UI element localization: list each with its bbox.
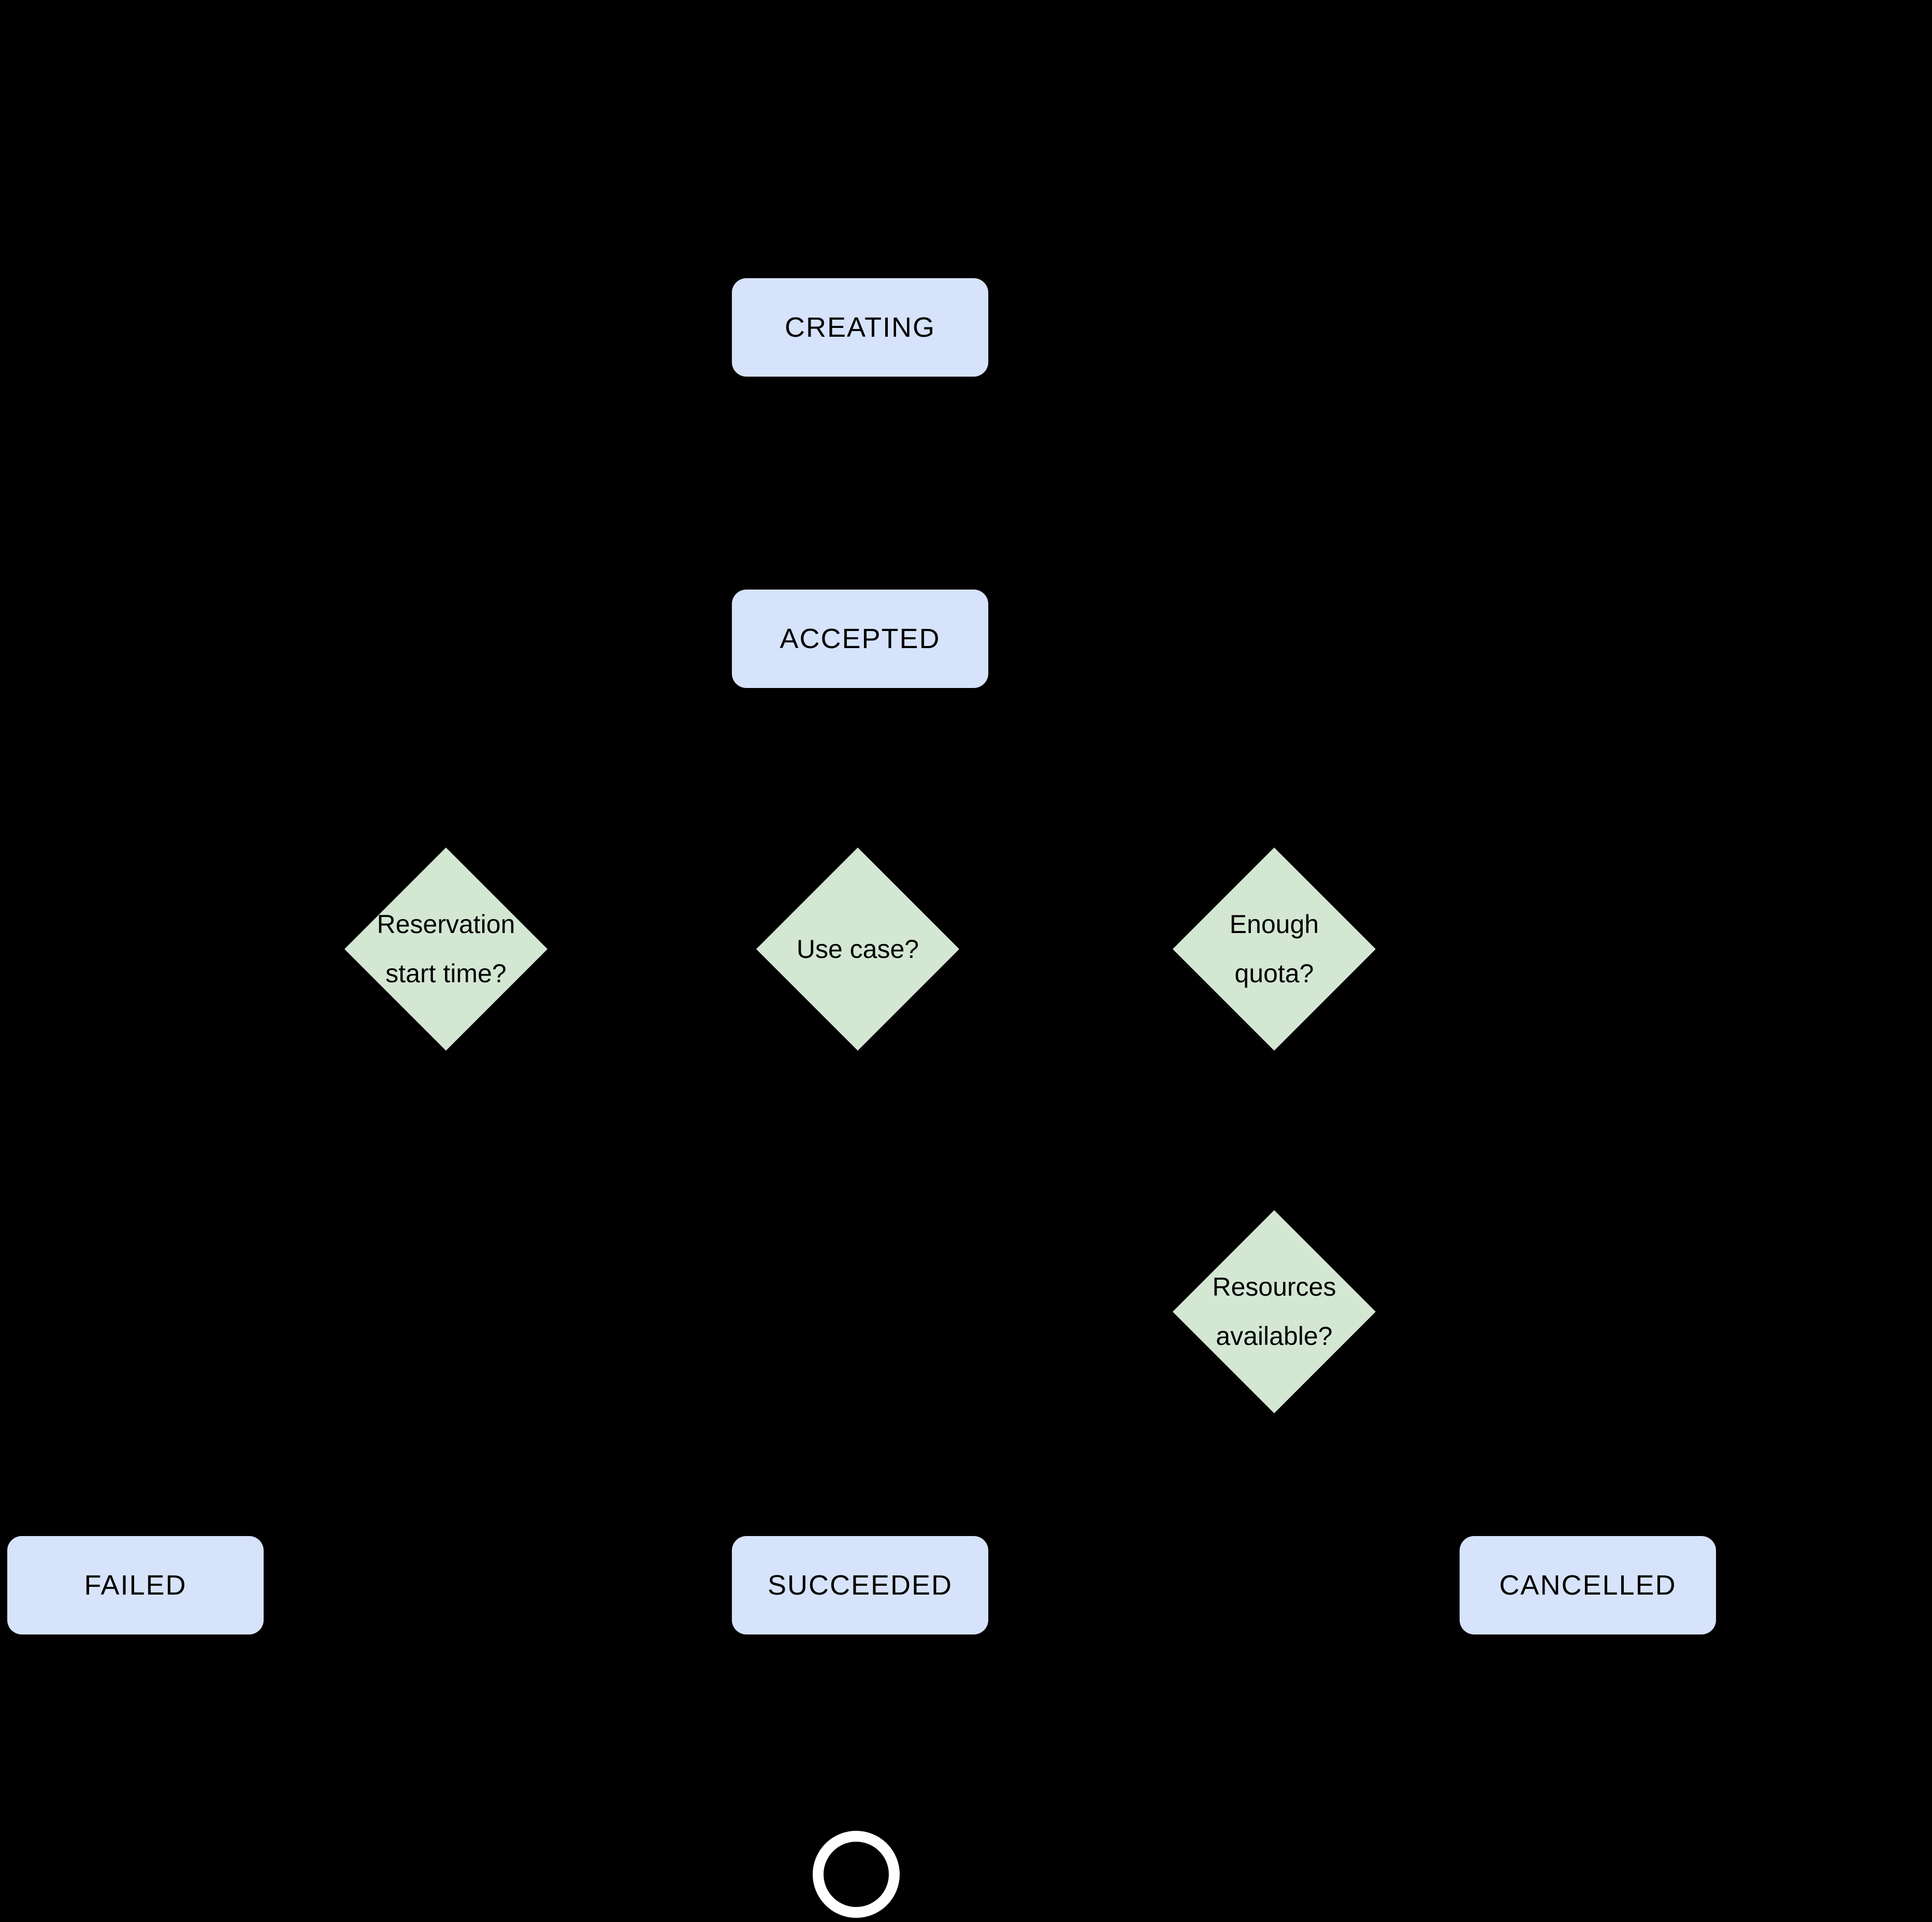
decision-label-line: Resources [1212,1272,1336,1301]
state-label-cancelled: CANCELLED [1499,1570,1677,1601]
state-node-succeeded: SUCCEEDED [732,1536,988,1634]
state-label-failed: FAILED [84,1570,187,1601]
decision-node-enough-quota: Enough quota? [1173,848,1376,1051]
decision-node-reservation-start-time: Reservation start time? [344,848,547,1051]
state-node-creating: CREATING [732,278,988,377]
decision-label-line: Use case? [796,934,919,964]
decision-label-line: start time? [385,959,507,988]
decision-label-use-case: Use case? [725,848,990,1051]
state-node-accepted: ACCEPTED [732,590,988,688]
decision-node-use-case: Use case? [756,848,959,1051]
decision-label-line: Reservation [377,910,515,939]
state-label-accepted: ACCEPTED [780,623,941,654]
state-label-creating: CREATING [784,312,935,343]
decision-label-line: Enough [1229,910,1319,939]
decision-node-resources-available: Resources available? [1173,1210,1376,1413]
end-state-circle-icon [813,1831,900,1918]
decision-label-line: available? [1216,1322,1333,1351]
decision-label-enough-quota: Enough quota? [1142,848,1407,1051]
decision-label-line: quota? [1234,959,1314,988]
decision-label-reservation: Reservation start time? [313,848,579,1051]
state-node-failed: FAILED [7,1536,264,1634]
decision-label-resources: Resources available? [1142,1210,1407,1413]
state-label-succeeded: SUCCEEDED [767,1570,953,1601]
state-node-cancelled: CANCELLED [1460,1536,1716,1634]
